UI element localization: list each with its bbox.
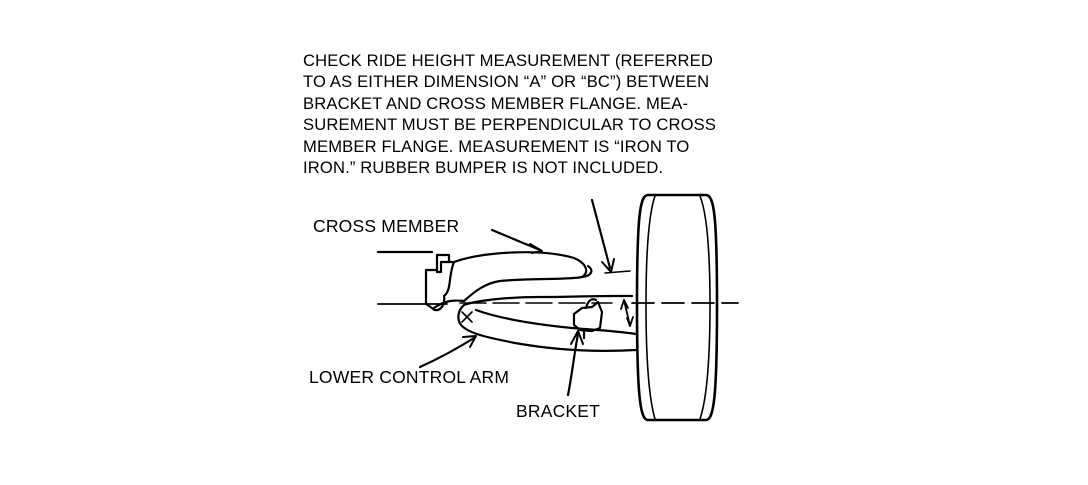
bracket — [572, 298, 604, 340]
caption-line: MEMBER FLANGE. MEASUREMENT IS “IRON TO — [303, 136, 690, 156]
measurement-instructions: CHECK RIDE HEIGHT MEASUREMENT (REFERRED … — [303, 50, 823, 178]
cross-member-label: CROSS MEMBER — [313, 216, 460, 236]
caption-line: IRON.” RUBBER BUMPER IS NOT INCLUDED. — [303, 158, 664, 178]
cross-member-leader — [490, 228, 543, 254]
lower-control-arm-label: LOWER CONTROL ARM — [309, 367, 510, 387]
caption-line: SUREMENT MUST BE PERPENDICULAR TO CROSS — [303, 115, 717, 135]
caption-line: BRACKET AND CROSS MEMBER FLANGE. MEA- — [303, 93, 689, 113]
caption-line: CHECK RIDE HEIGHT MEASUREMENT (REFERRED — [303, 51, 713, 70]
lower-control-arm — [457, 294, 638, 352]
caption-line: TO AS EITHER DIMENSION “A” OR “BC”) BETW… — [303, 72, 710, 92]
lower-control-arm-leader — [418, 335, 477, 369]
cross-member — [376, 250, 593, 312]
wheel — [635, 193, 719, 422]
bracket-leader — [566, 330, 584, 397]
measurement-pointer — [590, 198, 631, 274]
center-line — [377, 302, 739, 305]
bracket-label: BRACKET — [516, 401, 601, 421]
dimension-arrow — [620, 299, 634, 327]
